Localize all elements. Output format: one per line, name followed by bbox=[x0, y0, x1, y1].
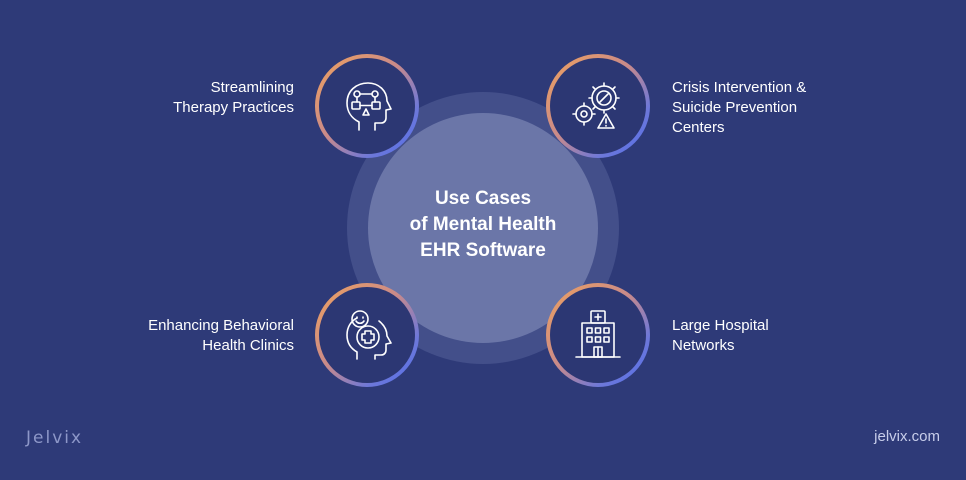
label-behavioral-health: Enhancing Behavioral Health Clinics bbox=[90, 316, 294, 356]
head-medical-cross-icon bbox=[346, 310, 392, 360]
label-line: Centers bbox=[672, 119, 725, 136]
center-title-line: EHR Software bbox=[420, 240, 546, 261]
label-therapy-practices: Streamlining Therapy Practices bbox=[110, 78, 294, 118]
node-therapy-practices bbox=[315, 54, 419, 158]
gears-warning-icon bbox=[572, 82, 620, 129]
node-crisis-intervention bbox=[546, 54, 650, 158]
center-title-line: Use Cases bbox=[434, 188, 532, 209]
brand-logo: Jelvix bbox=[26, 428, 84, 448]
label-line: Crisis Intervention & bbox=[672, 79, 807, 96]
label-line: Streamlining bbox=[210, 79, 294, 96]
label-line: Enhancing Behavioral bbox=[148, 317, 294, 334]
label-line: Suicide Prevention bbox=[672, 99, 798, 116]
brand-url: jelvix.com bbox=[874, 428, 940, 445]
label-line: Therapy Practices bbox=[173, 99, 294, 116]
label-hospital-networks: Large Hospital Networks bbox=[672, 316, 862, 356]
node-behavioral-health bbox=[315, 283, 419, 387]
label-crisis-intervention: Crisis Intervention & Suicide Prevention… bbox=[672, 78, 862, 138]
head-flowchart-icon bbox=[346, 82, 392, 131]
label-line: Networks bbox=[672, 337, 735, 354]
label-line: Health Clinics bbox=[202, 337, 294, 354]
center-title-line: of Mental Health bbox=[409, 214, 557, 235]
node-hospital-networks bbox=[546, 283, 650, 387]
center-title: Use Cases of Mental Health EHR Software bbox=[368, 186, 598, 264]
label-line: Large Hospital bbox=[672, 317, 769, 334]
hospital-building-icon bbox=[575, 310, 621, 358]
